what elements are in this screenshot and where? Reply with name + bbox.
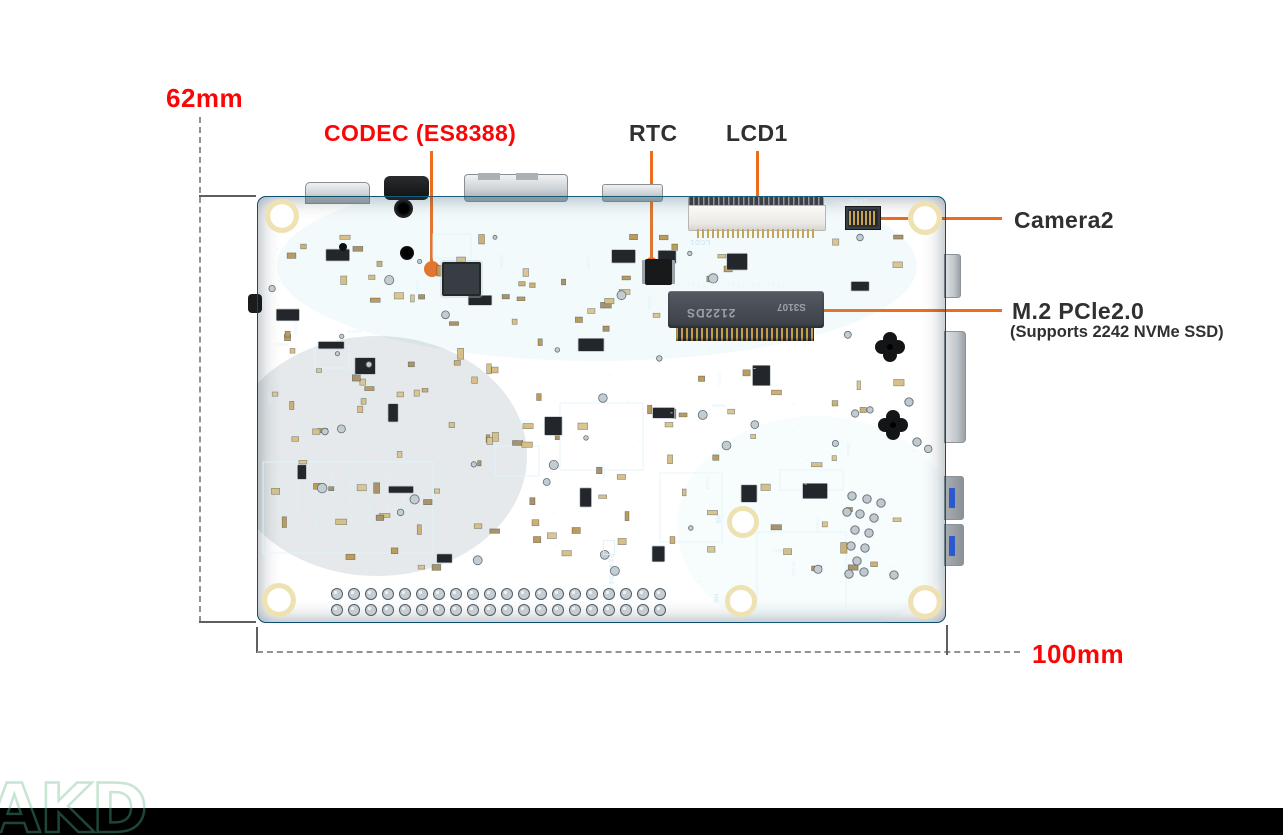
pcb-components-texture: C1210 U2600 R7002C1098 Q5000 C1907R1405 … bbox=[257, 196, 946, 623]
svg-text:Q5000 C2249 C1098: Q5000 C2249 C1098 bbox=[419, 483, 425, 530]
svg-text:C1098 Q5000 C1907: C1098 Q5000 C1907 bbox=[293, 477, 299, 524]
right-edge-connector-small bbox=[944, 254, 961, 298]
svg-text:L2300: L2300 bbox=[325, 484, 338, 489]
svg-text:C1098: C1098 bbox=[267, 391, 272, 405]
svg-text:C2254 C2616 L2300: C2254 C2616 L2300 bbox=[329, 471, 335, 517]
height-dimension-label: 62mm bbox=[166, 83, 244, 113]
svg-text:C2249: C2249 bbox=[586, 255, 591, 269]
lcd1-connector-pins bbox=[697, 229, 815, 238]
svg-text:C1502 R7002 C3845: C1502 R7002 C3845 bbox=[383, 471, 389, 518]
usb3-port-2 bbox=[944, 524, 964, 566]
codec-leader-line bbox=[430, 151, 433, 263]
rubber-button-1 bbox=[882, 339, 898, 355]
svg-text:C1600: C1600 bbox=[345, 463, 350, 477]
svg-text:C1600 C7004 R1914: C1600 C7004 R1914 bbox=[365, 483, 371, 530]
svg-text:U2600 C1907 C1210: U2600 C1907 C1210 bbox=[401, 477, 407, 524]
mounting-hole-top-left bbox=[265, 199, 299, 233]
rtc-leader-line bbox=[650, 151, 653, 259]
svg-text:C1210 U2600 R7002: C1210 U2600 R7002 bbox=[275, 471, 281, 518]
hdmi-port-2 bbox=[602, 184, 663, 202]
svg-text:R1405 R5017 C2249: R1405 R5017 C2249 bbox=[311, 483, 317, 530]
width-dimension-left-tick bbox=[256, 627, 258, 653]
height-dimension-dashed-line bbox=[199, 117, 201, 622]
svg-text:R8965: R8965 bbox=[513, 465, 527, 470]
svg-text:C1210: C1210 bbox=[717, 372, 722, 386]
svg-text:C1210: C1210 bbox=[381, 447, 395, 452]
audio-jack-barrel bbox=[394, 199, 413, 218]
svg-text:C2254: C2254 bbox=[293, 321, 298, 335]
rtc-callout-label: RTC bbox=[629, 120, 678, 146]
hdmi-port-1-tab-right bbox=[516, 173, 538, 180]
m2-slot-marking-b: S3107 bbox=[777, 300, 806, 312]
ethernet-port bbox=[944, 331, 966, 443]
svg-text:R1405: R1405 bbox=[301, 418, 306, 432]
m2-callout-sublabel: (Supports 2242 NVMe SSD) bbox=[1010, 323, 1224, 341]
mounting-hole-top-right bbox=[908, 201, 942, 235]
lcd1-leader-line bbox=[756, 151, 759, 212]
lcd1-callout-label: LCD1 bbox=[726, 120, 788, 146]
usb3-port-1 bbox=[944, 476, 964, 520]
svg-text:R7002: R7002 bbox=[791, 562, 796, 576]
silkscreen-logo-box bbox=[603, 540, 615, 555]
height-dimension-top-tick bbox=[199, 195, 256, 197]
codec-marker-dot bbox=[424, 261, 440, 277]
silkscreen-date-code: 2244 04-01 bbox=[607, 554, 616, 597]
bottom-black-bar bbox=[0, 808, 1283, 835]
svg-text:U2600: U2600 bbox=[348, 329, 362, 334]
mounting-hole-bottom-left bbox=[262, 583, 296, 617]
codec-callout-label: CODEC (ES8388) bbox=[324, 120, 517, 146]
akd-watermark-upper: AKD bbox=[0, 770, 147, 835]
svg-text:C1502: C1502 bbox=[772, 548, 786, 553]
svg-text:R8965 C1012 C9015: R8965 C1012 C9015 bbox=[347, 477, 353, 524]
audio-jack bbox=[384, 176, 429, 200]
svg-text:C1907: C1907 bbox=[418, 473, 423, 487]
svg-text:C3845: C3845 bbox=[344, 442, 349, 456]
hdmi-port-1-tab-left bbox=[478, 173, 500, 180]
m2-slot-pins bbox=[676, 328, 814, 341]
svg-text:C1600: C1600 bbox=[499, 254, 504, 268]
height-dimension-bottom-tick bbox=[199, 621, 256, 623]
svg-text:C1098: C1098 bbox=[601, 464, 606, 478]
camera2-connector bbox=[845, 206, 881, 230]
m2-leader-line bbox=[810, 309, 1002, 312]
camera2-callout-label: Camera2 bbox=[1014, 207, 1114, 233]
svg-text:R8965: R8965 bbox=[712, 403, 726, 408]
width-dimension-right-tick bbox=[946, 625, 948, 655]
svg-text:C2254: C2254 bbox=[705, 476, 710, 490]
codec-chip bbox=[442, 262, 481, 296]
mounting-hole-bottom-right bbox=[908, 585, 942, 619]
lcd1-connector-body bbox=[688, 205, 826, 231]
left-edge-jack bbox=[248, 294, 262, 313]
svg-text:Q5000: Q5000 bbox=[846, 442, 851, 456]
svg-text:R1405: R1405 bbox=[369, 379, 374, 393]
svg-text:C2616: C2616 bbox=[647, 296, 652, 310]
m2-standoff-hole-h5 bbox=[727, 506, 759, 538]
svg-text:U2600: U2600 bbox=[439, 474, 444, 488]
through-hole-dot-2 bbox=[339, 243, 347, 251]
m2-slot-marking-a: 2122DS bbox=[686, 306, 736, 320]
lcd1-connector-latch bbox=[688, 197, 824, 206]
m2-standoff-hole-h6 bbox=[725, 585, 757, 617]
width-dimension-dashed-line bbox=[257, 651, 1020, 653]
m2-slot-connector: 2122DS S3107 bbox=[668, 291, 824, 328]
width-dimension-label: 100mm bbox=[1032, 639, 1125, 669]
rubber-button-2 bbox=[885, 417, 901, 433]
svg-text:C9015: C9015 bbox=[275, 342, 289, 347]
usb-c-port bbox=[305, 182, 370, 204]
svg-text:Q5000: Q5000 bbox=[516, 419, 530, 424]
through-hole-dot-1 bbox=[400, 246, 414, 260]
akd-watermark-lower: AKD bbox=[0, 770, 147, 835]
svg-text:R5017: R5017 bbox=[815, 518, 820, 532]
rtc-chip bbox=[645, 259, 672, 285]
m2-callout-label: M.2 PCle2.0 bbox=[1012, 298, 1145, 324]
svg-text:C1012: C1012 bbox=[415, 279, 420, 293]
pcb-board: C1210 U2600 R7002C1098 Q5000 C1907R1405 … bbox=[257, 196, 946, 623]
